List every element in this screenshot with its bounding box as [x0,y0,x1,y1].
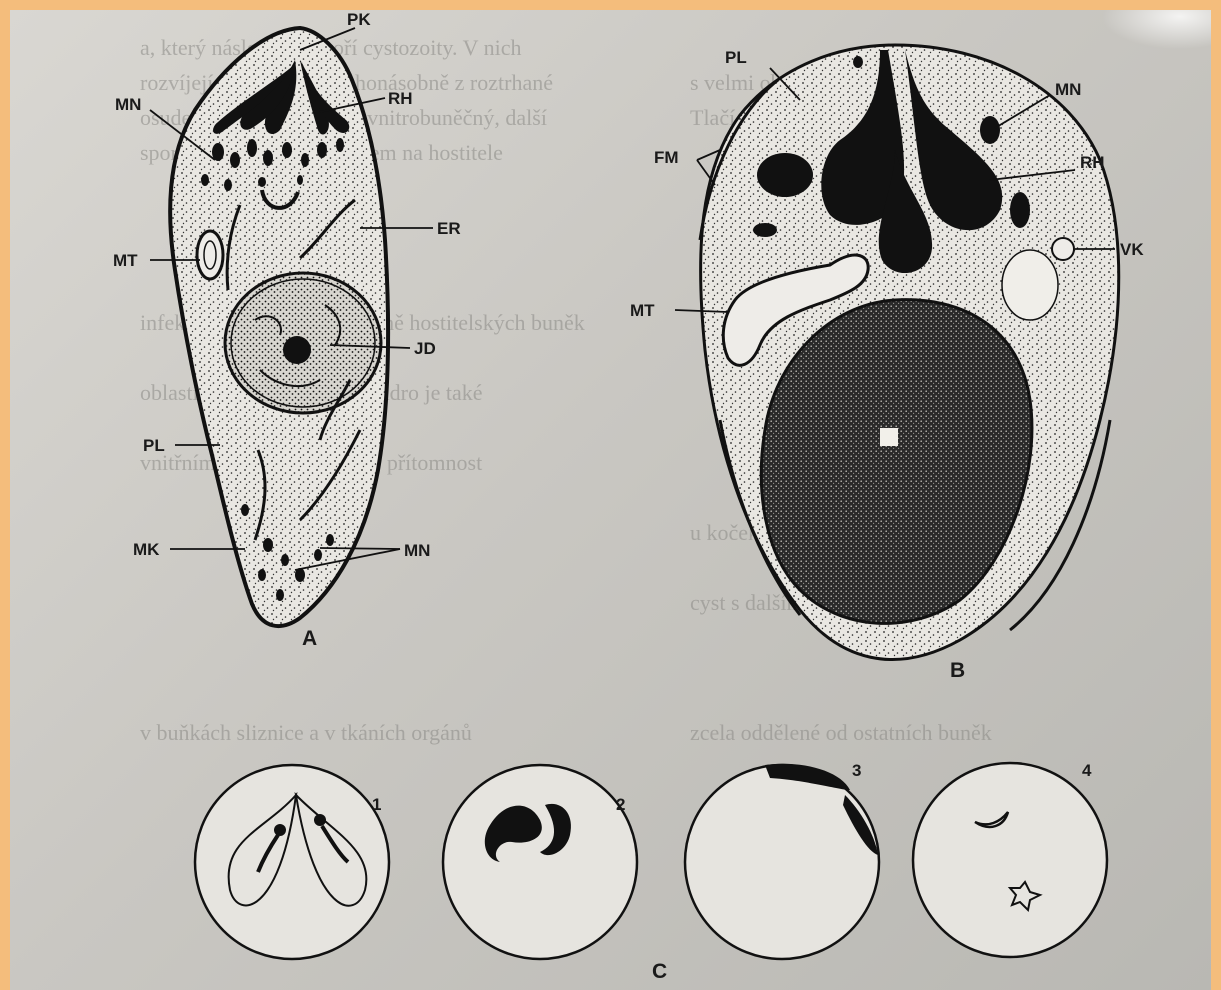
label-mk: MK [133,540,160,559]
panel-a-nucleolus [283,336,311,364]
photo-frame: a, který následně dotvoří cystozoity. V … [10,10,1211,990]
label-vk: VK [1120,240,1144,259]
label-pk: PK [347,10,371,29]
label-mt: MT [630,301,655,320]
label-mn: MN [404,541,430,560]
label-rh: RH [1080,153,1105,172]
panel-b-nucleolus [880,428,898,446]
panel-c-stage-4: 4 [913,761,1107,957]
label-pl: PL [143,436,165,455]
label-mn: MN [115,95,141,114]
panel-c-caption: C [652,960,667,983]
panel-b-vacuole [1052,238,1074,260]
panel-a-mitochondrion [197,231,223,279]
label-jd: JD [414,339,436,358]
panel-c-stage-3: 3 [685,761,879,959]
bg-line: zcela oddělené od ostatních buněk [690,720,992,745]
protozoa-anatomy-figure: a, který následně dotvoří cystozoity. V … [10,10,1211,990]
panel-c-stage-1: 1 [195,765,389,959]
label-mn: MN [1055,80,1081,99]
bg-line: v buňkách sliznice a v tkáních orgánů [140,720,472,745]
label-fm: FM [654,148,679,167]
panel-b: PL MN FM RH VK MT B [630,45,1144,682]
label-mt: MT [113,251,138,270]
panel-a-caption: A [302,627,317,650]
label-pl: PL [725,48,747,67]
label-er: ER [437,219,461,238]
label-rh: RH [388,89,413,108]
stage-1-number: 1 [372,795,381,814]
panel-b-vacuole-large [1002,250,1058,320]
stage-2-number: 2 [616,795,625,814]
panel-b-caption: B [950,659,965,682]
panel-c-stage-2: 2 [443,765,637,959]
stage-3-number: 3 [852,761,861,780]
panel-c: 1 2 3 4 C [195,761,1107,983]
stage-4-number: 4 [1082,761,1092,780]
